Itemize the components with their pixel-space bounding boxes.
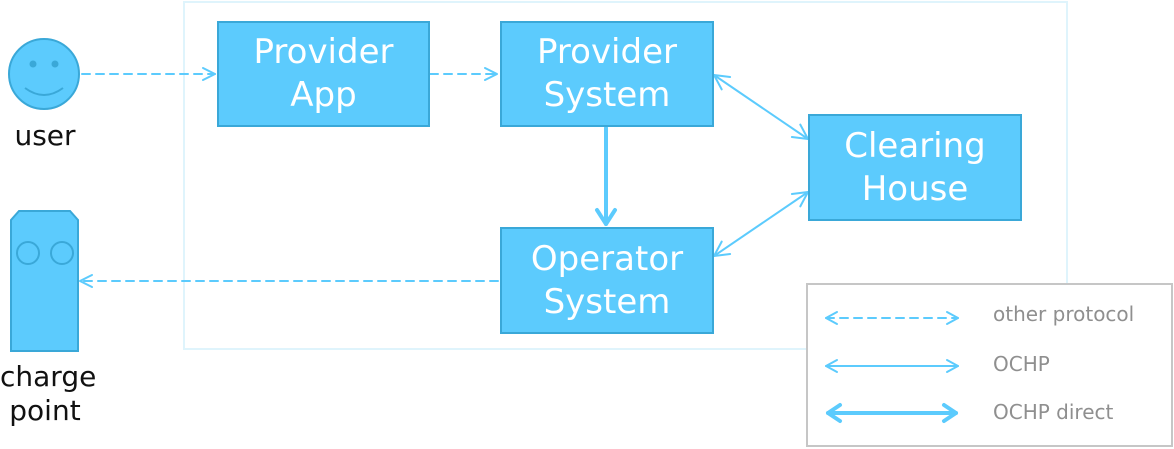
provider-system-node: Provider System (500, 21, 714, 127)
operator-system-label: Operator System (530, 238, 684, 322)
system-boundary-frame (183, 1, 1068, 350)
legend-ochp-direct-label: OCHP direct (993, 400, 1114, 424)
provider-app-node: Provider App (217, 21, 430, 127)
provider-app-label: Provider App (253, 32, 394, 115)
charge-point-label: charge point (0, 360, 97, 427)
legend-ochp-arrow (825, 359, 959, 373)
legend-ochp-direct-arrow (826, 403, 958, 423)
edge-provider-system-operator-system (595, 126, 617, 226)
provider-system-label: Provider System (537, 32, 677, 115)
operator-system-node: Operator System (500, 227, 714, 334)
edge-user-provider-app (81, 67, 216, 81)
smiley-face-icon (8, 38, 80, 110)
legend-other-protocol-arrow (825, 311, 959, 325)
clearing-house-node: Clearing House (808, 114, 1022, 221)
legend-ochp-label: OCHP (993, 352, 1050, 376)
charge-point-icon (10, 210, 79, 352)
legend-other-protocol-label: other protocol (993, 302, 1135, 326)
edge-operator-system-charge-point (79, 274, 499, 288)
user-label: user (14, 119, 76, 152)
clearing-house-label: Clearing House (844, 125, 986, 209)
edge-provider-app-provider-system (429, 67, 498, 81)
